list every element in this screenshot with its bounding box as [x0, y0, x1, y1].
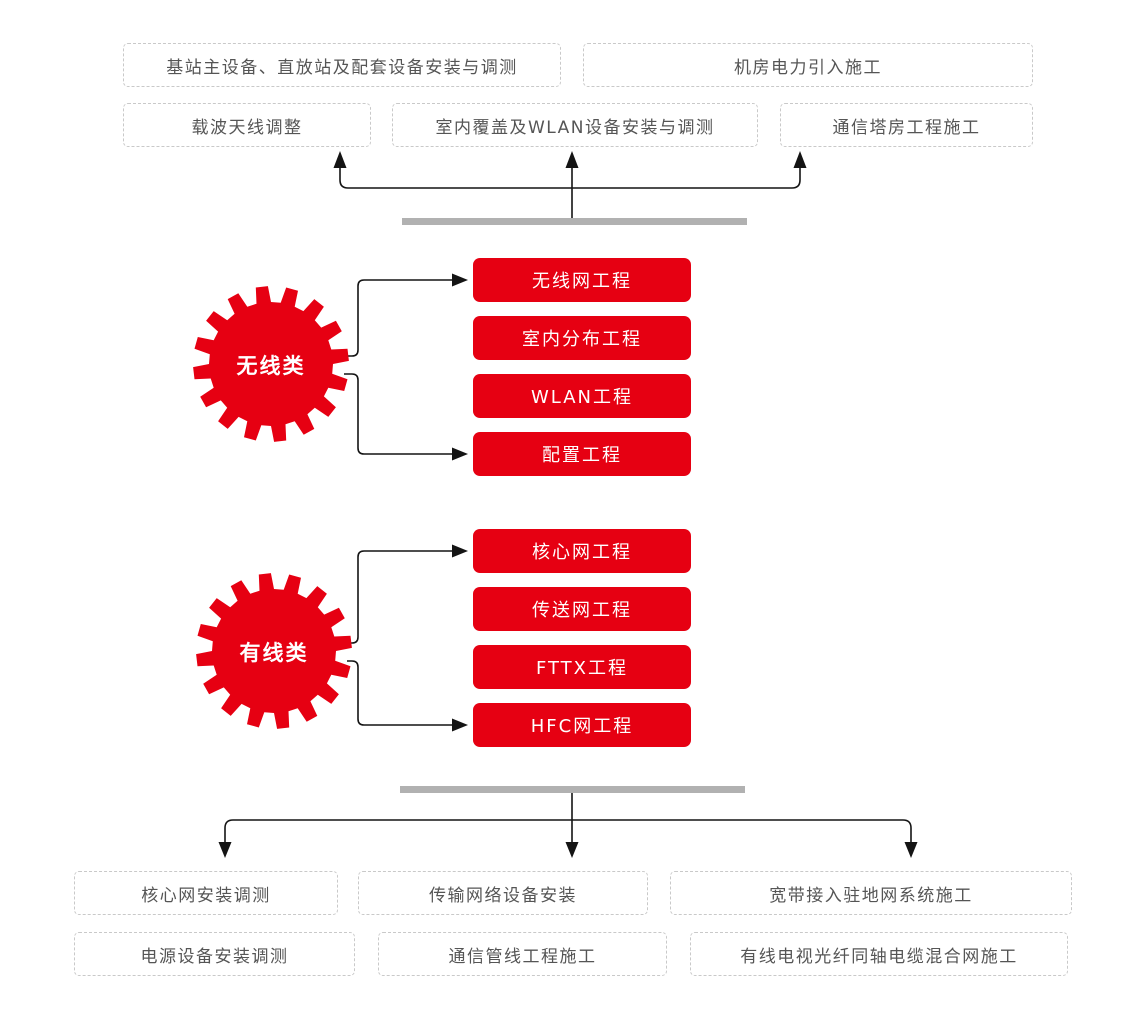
task-label: 有线电视光纤同轴电缆混合网施工: [740, 946, 1018, 967]
arrow-up-icon: [333, 151, 347, 168]
project-label: 核心网工程: [532, 542, 632, 563]
arrow-right-icon: [452, 718, 468, 732]
task-label: 传输网络设备安装: [429, 885, 577, 906]
arrow-up-icon: [793, 151, 807, 168]
project-label: 配置工程: [542, 445, 622, 466]
connector-line: [344, 373, 452, 455]
project-box: 无线网工程: [473, 258, 691, 302]
arrow-down-icon: [218, 842, 232, 858]
task-label: 基站主设备、直放站及配套设备安装与调测: [166, 57, 518, 78]
project-label: HFC网工程: [530, 716, 634, 737]
project-label: 室内分布工程: [522, 329, 642, 350]
arrow-right-icon: [452, 273, 468, 287]
gear-icon: [193, 286, 349, 442]
project-label: 无线网工程: [532, 271, 632, 292]
task-label: 通信管线工程施工: [448, 946, 597, 967]
arrow-right-icon: [452, 544, 468, 558]
task-label: 宽带接入驻地网系统施工: [769, 885, 973, 906]
connector-line: [347, 660, 452, 726]
connector-line: [339, 166, 572, 189]
project-box: FTTX工程: [473, 645, 691, 689]
project-label: WLAN工程: [530, 387, 634, 408]
category-label-wireless: 无线类: [236, 354, 306, 378]
arrow-right-icon: [452, 447, 468, 461]
connector-line: [347, 550, 452, 644]
task-box: 核心网安装调测: [74, 871, 338, 915]
task-box: 室内覆盖及WLAN设备安装与调测: [392, 103, 758, 147]
arrow-down-icon: [904, 842, 918, 858]
task-label: 核心网安装调测: [141, 885, 271, 906]
task-box: 基站主设备、直放站及配套设备安装与调测: [123, 43, 561, 87]
divider-bar: [402, 218, 747, 225]
task-box: 机房电力引入施工: [583, 43, 1033, 87]
project-label: FTTX工程: [535, 658, 629, 679]
project-box: 传送网工程: [473, 587, 691, 631]
project-box: 配置工程: [473, 432, 691, 476]
category-label-wired: 有线类: [239, 641, 309, 665]
project-box: HFC网工程: [473, 703, 691, 747]
gear-icon: [196, 573, 352, 729]
task-label: 机房电力引入施工: [734, 57, 882, 78]
project-label: 传送网工程: [532, 600, 632, 621]
arrow-up-icon: [565, 151, 579, 168]
task-box: 载波天线调整: [123, 103, 371, 147]
arrow-down-icon: [565, 842, 579, 858]
task-box: 电源设备安装调测: [74, 932, 355, 976]
connector-line: [572, 819, 912, 843]
task-label: 载波天线调整: [191, 117, 303, 138]
project-box: 核心网工程: [473, 529, 691, 573]
task-box: 通信塔房工程施工: [780, 103, 1033, 147]
connector-line: [344, 279, 452, 357]
divider-bar: [400, 786, 745, 793]
task-box: 有线电视光纤同轴电缆混合网施工: [690, 932, 1068, 976]
project-box: 室内分布工程: [473, 316, 691, 360]
project-box: WLAN工程: [473, 374, 691, 418]
task-label: 通信塔房工程施工: [832, 117, 981, 138]
task-box: 传输网络设备安装: [358, 871, 648, 915]
task-box: 宽带接入驻地网系统施工: [670, 871, 1072, 915]
connector-line: [224, 819, 572, 843]
task-label: 室内覆盖及WLAN设备安装与调测: [435, 117, 715, 138]
task-label: 电源设备安装调测: [140, 946, 289, 967]
connector-line: [572, 166, 801, 189]
task-box: 通信管线工程施工: [378, 932, 667, 976]
